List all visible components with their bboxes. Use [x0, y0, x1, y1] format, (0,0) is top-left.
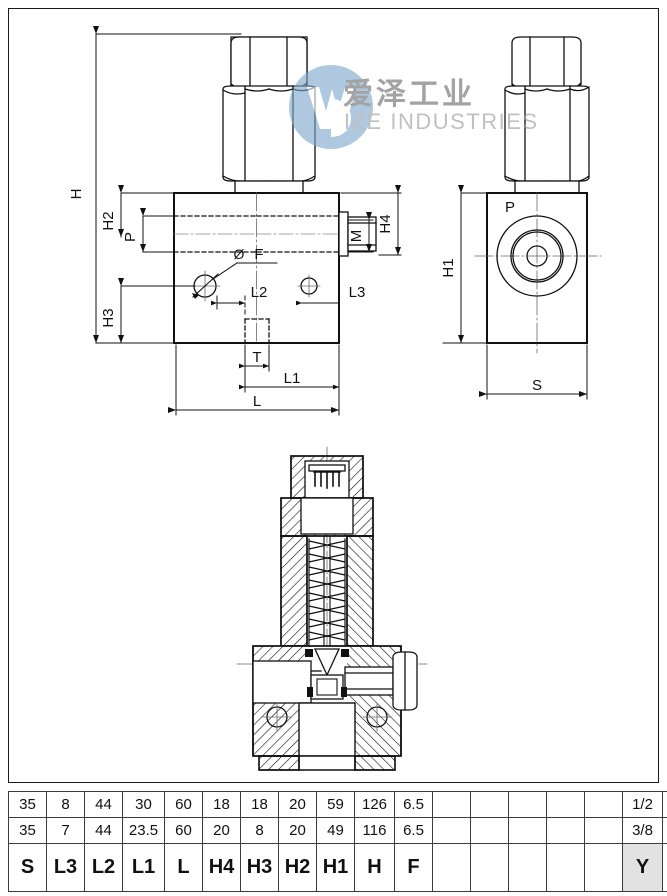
label-L3: L3	[349, 284, 366, 301]
label-L2: L2	[251, 284, 268, 301]
table-cell	[470, 817, 509, 844]
dim-L3	[296, 295, 340, 310]
table-cell: 126	[354, 791, 395, 818]
table-cell	[470, 791, 509, 818]
table-cell: 1/2	[622, 791, 663, 818]
table-cell	[584, 791, 623, 818]
dim-L2	[211, 295, 246, 315]
dim-M	[348, 212, 374, 253]
dim-S	[479, 344, 588, 400]
side-view-lower-hex	[504, 85, 590, 183]
cross-section-view	[236, 446, 428, 771]
diameter-icon: Ø	[234, 246, 245, 262]
table-header-cell: F	[394, 843, 433, 892]
table-cell: 20	[278, 817, 317, 844]
dim-H2	[118, 185, 178, 238]
dim-L	[168, 344, 340, 416]
front-view-body-block	[173, 192, 377, 344]
table-cell: 59	[316, 791, 355, 818]
table-cell: 30	[122, 791, 165, 818]
side-view-upper-hex	[511, 36, 582, 91]
table-cell	[432, 791, 471, 818]
label-H1: H1	[440, 258, 457, 277]
table-cell: 116	[354, 817, 395, 844]
table-cell: 18	[240, 791, 279, 818]
dim-F-leader	[212, 262, 278, 280]
table-header-cell: H1	[316, 843, 355, 892]
table-header-cell: H	[354, 843, 395, 892]
table-cell: 23.5	[122, 817, 165, 844]
label-S: S	[532, 377, 542, 394]
label-T: T	[252, 349, 261, 366]
table-cell: 60	[164, 817, 203, 844]
dimension-data-table: 358443060181820591266.51/20.623574423.56…	[8, 791, 667, 892]
table-header-cell	[508, 843, 547, 892]
table-header-cell: Peso kgWeight kg	[662, 843, 667, 892]
dim-H4	[340, 185, 402, 256]
dim-H1	[442, 185, 491, 344]
table-cell	[584, 817, 623, 844]
table-header-cell: L2	[84, 843, 123, 892]
dim-P-front	[140, 208, 178, 253]
front-view-neck	[234, 180, 304, 194]
label-P-side: P	[505, 199, 515, 216]
dim-L1	[239, 344, 340, 393]
label-L1: L1	[284, 370, 301, 387]
table-header-cell: H4	[202, 843, 241, 892]
drawing-frame: H H2 P H3 Ø F L2 L3 H4 M T L1 L H1 P S	[8, 8, 659, 783]
table-cell: 0.58	[662, 817, 667, 844]
table-header-cell	[432, 843, 471, 892]
label-P-front: P	[122, 232, 139, 242]
label-H2: H2	[100, 211, 117, 230]
table-cell: 6.5	[394, 817, 433, 844]
table-cell: 6.5	[394, 791, 433, 818]
table-cell: 60	[164, 791, 203, 818]
table-cell	[508, 817, 547, 844]
label-M: M	[348, 230, 365, 243]
side-view-body-block	[474, 192, 602, 354]
table-cell: 18	[202, 791, 241, 818]
table-cell: 3/8	[622, 817, 663, 844]
table-cell: 44	[84, 817, 123, 844]
table-header-cell: Y	[622, 843, 663, 892]
table-header-cell: L	[164, 843, 203, 892]
table-header-cell: H3	[240, 843, 279, 892]
label-H: H	[68, 189, 85, 200]
table-header-cell	[470, 843, 509, 892]
label-F: F	[254, 246, 263, 263]
front-view-upper-hex	[230, 36, 308, 91]
front-view-lower-hex	[222, 85, 316, 183]
table-header-cell: S	[8, 843, 47, 892]
label-L: L	[253, 393, 261, 410]
technical-drawing-canvas: H H2 P H3 Ø F L2 L3 H4 M T L1 L H1 P S	[68, 26, 602, 771]
table-cell	[546, 791, 585, 818]
table-cell: 35	[8, 817, 47, 844]
dim-H3	[118, 278, 196, 344]
table-cell: 20	[202, 817, 241, 844]
table-cell	[508, 791, 547, 818]
table-cell: 49	[316, 817, 355, 844]
table-header-cell: H2	[278, 843, 317, 892]
table-cell	[546, 817, 585, 844]
table-cell: 7	[46, 817, 85, 844]
table-cell: 8	[240, 817, 279, 844]
table-cell: 8	[46, 791, 85, 818]
table-header-cell	[546, 843, 585, 892]
label-H3: H3	[100, 308, 117, 327]
table-cell: 44	[84, 791, 123, 818]
table-header-cell: L1	[122, 843, 165, 892]
spring-coils	[308, 538, 346, 647]
table-cell	[432, 817, 471, 844]
table-cell: 20	[278, 791, 317, 818]
table-cell: 0.62	[662, 791, 667, 818]
table-header-cell: L3	[46, 843, 85, 892]
label-H4: H4	[377, 214, 394, 233]
table-header-cell	[584, 843, 623, 892]
side-view-neck	[514, 180, 580, 194]
table-cell: 35	[8, 791, 47, 818]
